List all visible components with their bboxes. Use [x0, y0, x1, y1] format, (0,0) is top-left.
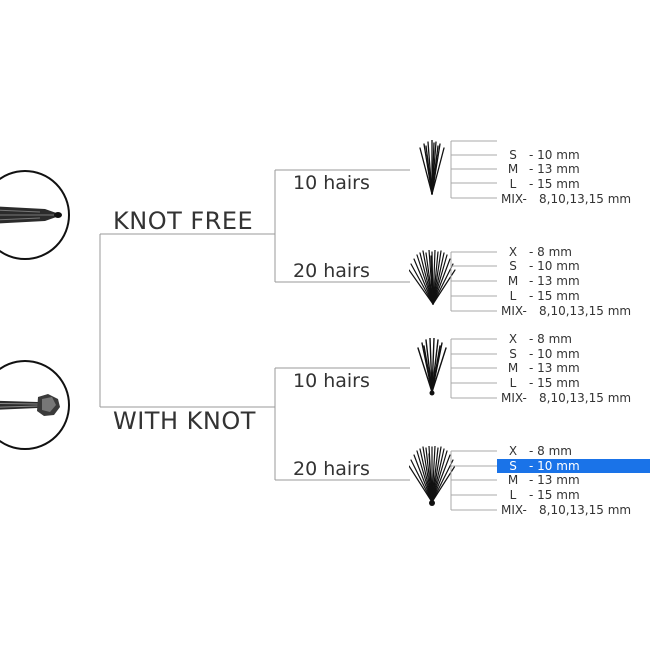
- lash-fan-icon: [419, 140, 445, 195]
- length-option[interactable]: S- 10 mm: [497, 347, 580, 361]
- length-option[interactable]: L- 15 mm: [497, 177, 580, 191]
- option-sep: -: [529, 361, 534, 375]
- length-option[interactable]: X- 8 mm: [497, 245, 572, 259]
- option-sep: -: [529, 376, 534, 390]
- hair-count-label[interactable]: 10 hairs: [293, 370, 370, 392]
- option-sep: -: [529, 289, 534, 303]
- length-option[interactable]: MIX- 8,10,13,15 mm: [497, 391, 631, 405]
- option-value: 13 mm: [537, 473, 580, 487]
- lash-fan-icon: [417, 338, 447, 396]
- hair-count-label[interactable]: 20 hairs: [293, 260, 370, 282]
- option-sep: -: [529, 473, 534, 487]
- length-option[interactable]: M- 13 mm: [497, 473, 580, 487]
- option-code: M: [507, 162, 519, 176]
- option-value: 10 mm: [537, 347, 580, 361]
- option-code: M: [507, 361, 519, 375]
- length-option-selected[interactable]: S- 10 mm: [497, 459, 650, 473]
- option-code: MIX-: [501, 391, 527, 405]
- option-value: 15 mm: [537, 177, 580, 191]
- length-option[interactable]: M- 13 mm: [497, 162, 580, 176]
- option-sep: -: [529, 347, 534, 361]
- option-code: MIX-: [501, 503, 527, 517]
- option-sep: -: [529, 162, 534, 176]
- option-value: 8,10,13,15 mm: [539, 304, 632, 318]
- hair-count-label[interactable]: 10 hairs: [293, 172, 370, 194]
- option-code: S: [509, 148, 517, 162]
- option-code: L: [509, 488, 517, 502]
- option-code: M: [507, 473, 519, 487]
- option-value: 13 mm: [537, 274, 580, 288]
- option-value: 15 mm: [537, 488, 580, 502]
- option-sep: -: [529, 444, 534, 458]
- option-code: S: [509, 347, 517, 361]
- with-knot-lash-icon: [0, 360, 70, 450]
- option-code: M: [507, 274, 519, 288]
- option-sep: -: [529, 148, 534, 162]
- option-sep: -: [529, 488, 534, 502]
- option-code: X: [508, 444, 518, 458]
- lash-fan-icon: [409, 446, 455, 506]
- option-value: 15 mm: [537, 376, 580, 390]
- option-code: S: [509, 459, 517, 473]
- knot-free-lash-icon: [0, 170, 70, 260]
- option-value: 13 mm: [537, 162, 580, 176]
- length-option[interactable]: MIX- 8,10,13,15 mm: [497, 503, 631, 517]
- option-code: L: [509, 289, 517, 303]
- option-value: 8 mm: [537, 332, 572, 346]
- option-value: 10 mm: [537, 148, 580, 162]
- option-value: 8 mm: [537, 245, 572, 259]
- length-option[interactable]: L- 15 mm: [497, 376, 580, 390]
- category-label-with-knot: WITH KNOT: [113, 407, 256, 435]
- option-code: MIX-: [501, 192, 527, 206]
- length-option[interactable]: S- 10 mm: [497, 148, 580, 162]
- option-sep: -: [529, 459, 534, 473]
- option-value: 13 mm: [537, 361, 580, 375]
- length-option[interactable]: X- 8 mm: [497, 444, 572, 458]
- length-option[interactable]: M- 13 mm: [497, 361, 580, 375]
- option-value: 10 mm: [537, 259, 580, 273]
- option-sep: -: [529, 177, 534, 191]
- option-sep: -: [529, 274, 534, 288]
- hair-count-label[interactable]: 20 hairs: [293, 458, 370, 480]
- option-code: X: [508, 332, 518, 346]
- option-value: 15 mm: [537, 289, 580, 303]
- length-option[interactable]: X- 8 mm: [497, 332, 572, 346]
- length-option[interactable]: L- 15 mm: [497, 289, 580, 303]
- option-value: 8,10,13,15 mm: [539, 192, 632, 206]
- option-code: L: [509, 177, 517, 191]
- category-label-knot-free: KNOT FREE: [113, 207, 254, 235]
- option-code: X: [508, 245, 518, 259]
- option-value: 8,10,13,15 mm: [539, 391, 632, 405]
- length-option[interactable]: L- 15 mm: [497, 488, 580, 502]
- option-sep: -: [529, 259, 534, 273]
- option-value: 10 mm: [537, 459, 580, 473]
- option-code: S: [509, 259, 517, 273]
- option-sep: -: [529, 332, 534, 346]
- option-sep: -: [529, 245, 534, 259]
- lash-fan-icon: [409, 250, 456, 305]
- option-code: MIX-: [501, 304, 527, 318]
- length-option[interactable]: S- 10 mm: [497, 259, 580, 273]
- option-value: 8 mm: [537, 444, 572, 458]
- length-option[interactable]: MIX- 8,10,13,15 mm: [497, 192, 631, 206]
- length-option[interactable]: MIX- 8,10,13,15 mm: [497, 304, 631, 318]
- option-code: L: [509, 376, 517, 390]
- length-option[interactable]: M- 13 mm: [497, 274, 580, 288]
- option-value: 8,10,13,15 mm: [539, 503, 632, 517]
